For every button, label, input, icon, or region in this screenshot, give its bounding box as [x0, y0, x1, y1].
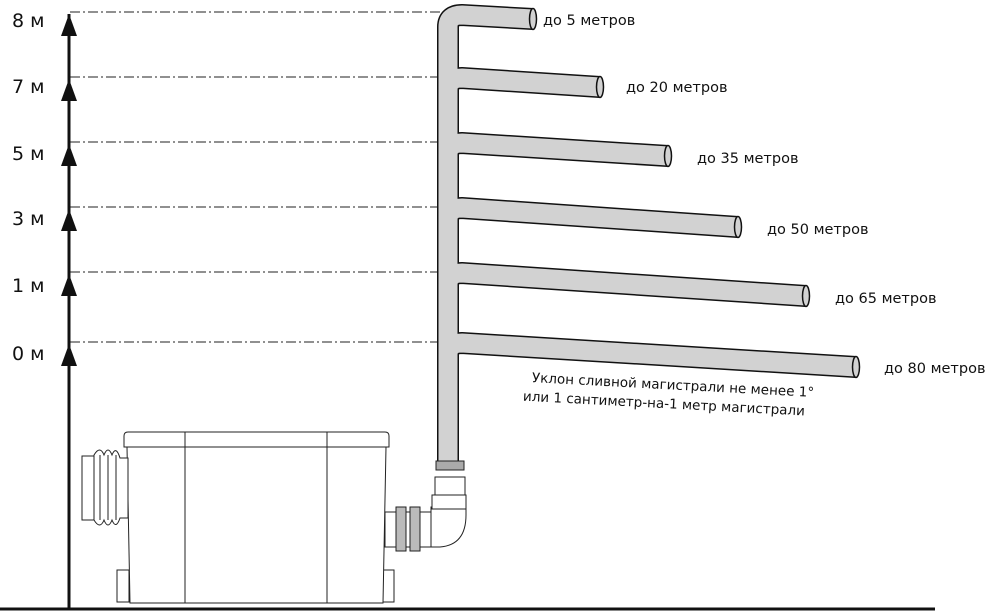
slope-note: Уклон сливной магистрали не менее 1° или… [523, 370, 815, 419]
pipe-outline [437, 131, 669, 465]
pump-body [126, 446, 387, 604]
distance-label: до 35 метров [697, 151, 799, 167]
distance-label: до 5 метров [543, 13, 635, 29]
level-guides [70, 11, 448, 343]
height-label: 5 м [12, 143, 44, 165]
pipe-clamp [435, 460, 465, 471]
discharge-pipes [438, 5, 861, 465]
pipe-end [733, 215, 743, 239]
outlet-connector [384, 511, 432, 548]
height-label: 7 м [12, 76, 44, 98]
outlet-clamp-1 [395, 506, 407, 552]
distance-label: до 50 метров [767, 222, 869, 238]
outlet-clamp-2 [409, 506, 421, 552]
inlet-bellows [93, 449, 129, 526]
pipe-end [528, 7, 538, 31]
distance-label: до 65 метров [835, 291, 937, 307]
left-foot [116, 569, 130, 603]
pipe-end [801, 284, 811, 308]
height-label: 3 м [12, 208, 44, 230]
level-labels: 8 м до 5 метров 7 м до 20 метров 5 м до 35 ме… [12, 10, 986, 377]
elbow-coupling [431, 494, 467, 510]
pipe-end [851, 355, 861, 379]
outlet-elbow [430, 506, 467, 548]
pipe-branch [438, 198, 739, 465]
distance-label: до 20 метров [626, 80, 728, 96]
pump-lid [123, 431, 390, 448]
pipe-end [595, 75, 605, 99]
pipe-end [663, 144, 673, 168]
pipe-coupling [434, 476, 466, 496]
height-label: 8 м [12, 10, 44, 32]
pump-unit [81, 431, 467, 604]
pipe-branch [438, 333, 857, 465]
pipe-branch [438, 5, 534, 465]
distance-label: до 80 метров [884, 361, 986, 377]
height-label: 0 м [12, 343, 44, 365]
pipe-branch [438, 68, 601, 465]
inlet-ring [81, 455, 95, 521]
height-label: 1 м [12, 275, 44, 297]
pipe-branch [438, 133, 669, 465]
pipe-branch [438, 263, 807, 465]
